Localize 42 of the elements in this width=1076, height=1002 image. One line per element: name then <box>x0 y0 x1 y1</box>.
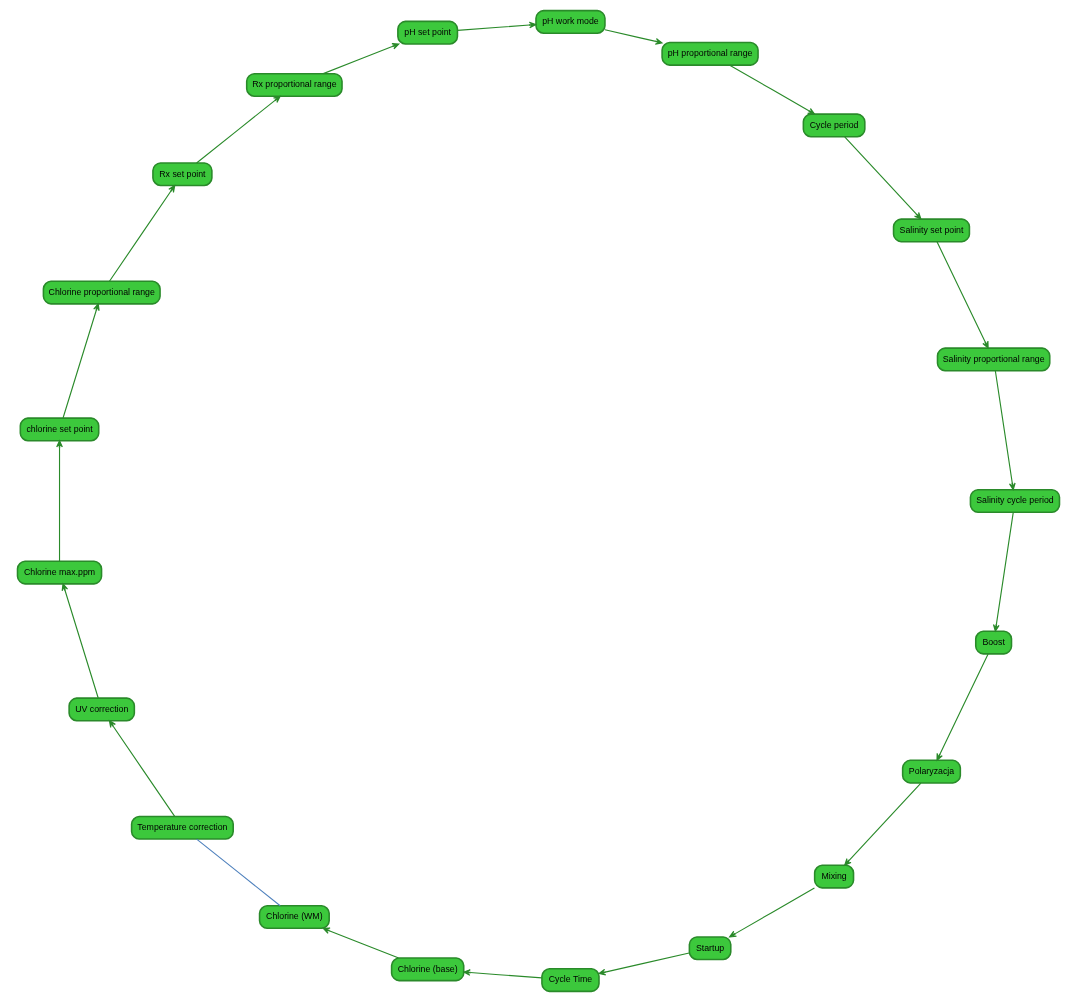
arrow <box>322 927 399 959</box>
node-box: Salinity cycle period <box>969 488 1060 514</box>
arrow <box>935 653 989 761</box>
arrow <box>62 303 100 419</box>
arrow <box>728 64 815 115</box>
arrow <box>992 511 1014 632</box>
arrow <box>322 43 399 75</box>
node-box: Rx proportional range <box>245 72 343 98</box>
node-box: Mixing <box>813 864 854 889</box>
node-box: Cycle period <box>802 113 866 138</box>
node-box: UV correction <box>67 697 135 722</box>
arrow <box>456 21 536 31</box>
node-box: pH set point <box>396 20 458 45</box>
node-box: Rx set point <box>151 162 213 187</box>
arrow <box>843 136 921 220</box>
node-box: chlorine set point <box>19 417 99 442</box>
node-box: Boost <box>974 630 1012 655</box>
arrow <box>728 887 815 938</box>
arrow <box>61 583 99 699</box>
node-box: Chlorine (base) <box>390 957 464 982</box>
node-box: Cycle Time <box>540 968 600 993</box>
arrow <box>843 782 921 866</box>
node-box: Temperature correction <box>130 815 234 840</box>
arrow <box>935 241 989 349</box>
arrow <box>994 370 1016 491</box>
node-box: Polaryzacja <box>901 759 961 784</box>
arrow <box>597 952 690 976</box>
node-box: pH proportional range <box>660 41 759 66</box>
connector <box>195 838 281 907</box>
node-box: Salinity proportional range <box>936 347 1051 372</box>
arrow <box>55 440 63 562</box>
arrow <box>195 95 281 164</box>
node-box: Salinity set point <box>892 218 970 243</box>
node-box: Startup <box>688 936 732 961</box>
node-box: Chlorine proportional range <box>42 280 161 305</box>
arrow <box>108 720 175 817</box>
arrow <box>108 185 175 282</box>
node-box: Chlorine (WM) <box>258 904 330 930</box>
node-box: pH work mode <box>534 9 606 34</box>
node-box: Chlorine max.ppm <box>16 560 102 585</box>
arrow <box>603 29 663 45</box>
arrow <box>462 969 542 979</box>
